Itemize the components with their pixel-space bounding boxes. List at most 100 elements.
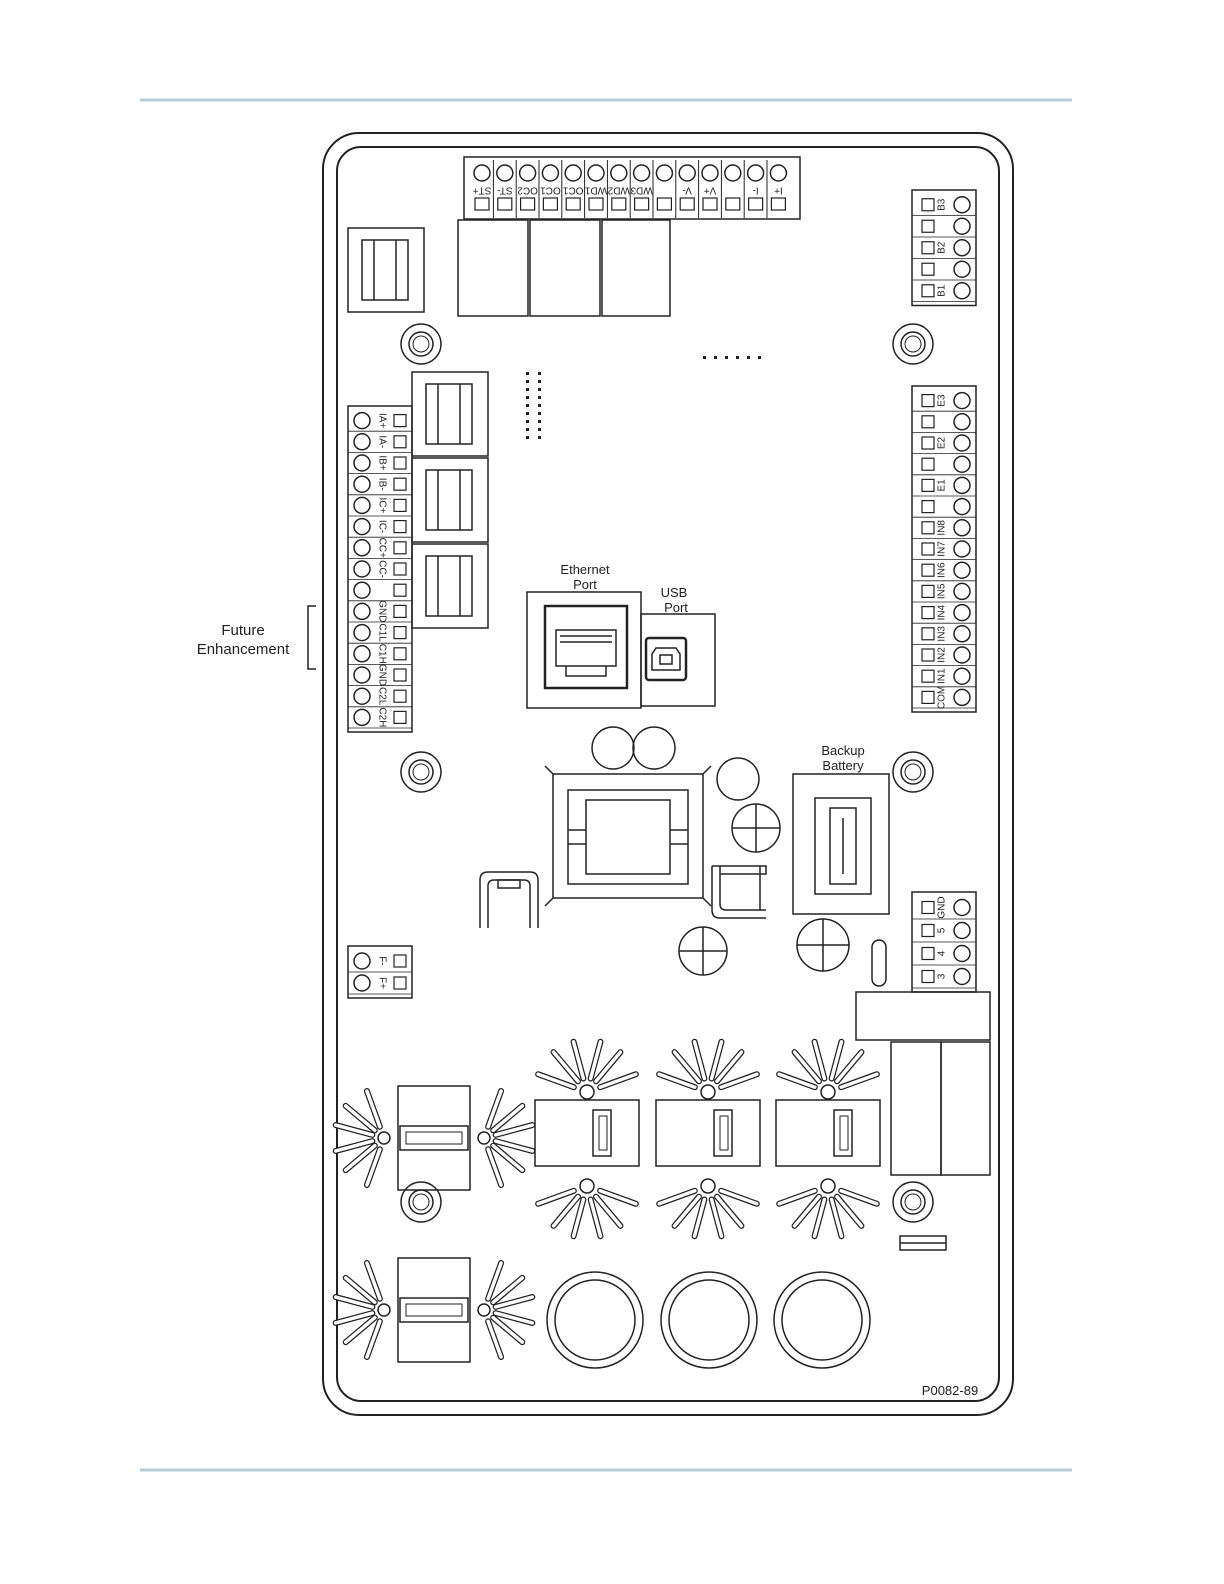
top-terminal-strip: ST+ST-OC2OC1OC1WD1WD2WD3V-V+I-I+ (464, 157, 800, 219)
heatsink-hole (821, 1179, 835, 1193)
terminal-clamp (475, 198, 489, 210)
terminal-clamp (521, 198, 535, 210)
heatsink-fin-inner (712, 1042, 722, 1079)
terminal-label: WD2 (607, 184, 630, 195)
terminal-clamp (394, 584, 406, 596)
strip-terminal: E1 (912, 477, 976, 496)
heatsink (656, 1042, 760, 1236)
mounting-hole-outer (401, 324, 441, 364)
heatsink-fin-inner (717, 1052, 741, 1081)
heatsink-fin-inner (488, 1321, 501, 1357)
terminal-label: C2H (376, 707, 387, 727)
terminal-label: 4 (937, 950, 948, 956)
strip-terminal: IA+ (348, 413, 412, 432)
smd-pad (538, 412, 541, 415)
terminal-screw (354, 561, 370, 577)
oval-component (872, 940, 886, 986)
smd-pads (526, 356, 761, 439)
terminal-label: OC1 (562, 184, 583, 195)
terminal-clamp (394, 415, 406, 427)
heatsink-fin-inner (600, 1074, 636, 1087)
terminal-screw (725, 165, 741, 181)
terminal-clamp (657, 198, 671, 210)
strip-terminal: IA- (348, 434, 412, 453)
strip-terminal: IN7 (912, 541, 976, 560)
mounting-hole (893, 752, 933, 792)
terminal-screw (354, 688, 370, 704)
terminal-clamp (394, 627, 406, 639)
terminal-screw (748, 165, 764, 181)
terminal-label: IN4 (937, 604, 948, 620)
smd-pad (526, 396, 529, 399)
large-capacitors (547, 1272, 870, 1368)
mounting-hole-core (905, 336, 921, 352)
heatsink-fin-inner (538, 1191, 574, 1204)
terminal-clamp (394, 977, 406, 989)
heatsink-fin-inner (367, 1149, 380, 1185)
mounting-hole-outer (893, 324, 933, 364)
terminal-clamp (922, 285, 934, 297)
terminal-label: C2L (376, 687, 387, 706)
terminal-screw (354, 519, 370, 535)
terminal-label: F- (376, 956, 387, 965)
capacitor-pair (592, 727, 675, 769)
terminal-clamp (922, 925, 934, 937)
terminal-screw (354, 540, 370, 556)
strip-terminal: 3 (912, 969, 976, 989)
heatsink-fin-inner (596, 1197, 620, 1226)
terminal-label: COM (937, 686, 948, 709)
strip-terminal: C2H (348, 707, 412, 728)
terminal-clamp (394, 955, 406, 967)
right-lower-terminal-strip: GND543 (912, 892, 976, 992)
terminal-screw (354, 709, 370, 725)
heatsink (336, 1086, 533, 1190)
usb-port-label-line1: USB (661, 585, 688, 600)
terminal-screw (354, 603, 370, 619)
heatsink-fin-inner (841, 1074, 877, 1087)
backup-battery-label-line1: Backup (821, 743, 864, 758)
terminal-clamp (922, 263, 934, 275)
mounting-hole-core (413, 336, 429, 352)
terminal-clamp (922, 585, 934, 597)
terminal-clamp (922, 522, 934, 534)
terminal-label: WD3 (630, 184, 653, 195)
future-enhancement-bracket (308, 606, 316, 669)
backup-battery (793, 774, 889, 914)
terminal-clamp (922, 543, 934, 555)
terminal-screw (954, 197, 970, 213)
top-terminal: V- (676, 160, 695, 218)
terminal-clamp (394, 648, 406, 660)
strip-terminal: COM (912, 686, 976, 709)
terminal-clamp (394, 542, 406, 554)
terminal-screw (679, 165, 695, 181)
usb-port-label: USB Port (661, 585, 689, 615)
terminal-label: 5 (937, 927, 948, 933)
heatsink-fin-inner (832, 1200, 842, 1237)
mounting-hole-core (413, 1194, 429, 1210)
terminal-label: ST+ (473, 184, 492, 195)
terminal-label: ST- (497, 184, 513, 195)
terminal-screw (497, 165, 513, 181)
terminal-screw (354, 646, 370, 662)
ethernet-port-label-line2: Port (573, 577, 597, 592)
terminal-label: B1 (937, 284, 948, 297)
terminal-label: IB+ (376, 455, 387, 470)
strip-terminal: IN5 (912, 583, 976, 602)
terminal-clamp (922, 649, 934, 661)
terminal-clamp (394, 563, 406, 575)
heatsink-fin-inner (779, 1074, 815, 1087)
terminal-screw (954, 946, 970, 962)
terminal-label: IN7 (937, 541, 948, 557)
strip-terminal (912, 456, 976, 475)
terminal-label: GND (376, 600, 387, 622)
heatsink-device-tab (840, 1116, 848, 1150)
terminal-clamp (922, 691, 934, 703)
top-terminal: ST- (493, 160, 512, 218)
terminal-screw (354, 497, 370, 513)
terminal-screw (542, 165, 558, 181)
strip-terminal: 4 (912, 946, 976, 966)
terminal-clamp (922, 971, 934, 983)
heatsink-fin-inner (367, 1321, 380, 1357)
strip-terminal: E2 (912, 435, 976, 454)
